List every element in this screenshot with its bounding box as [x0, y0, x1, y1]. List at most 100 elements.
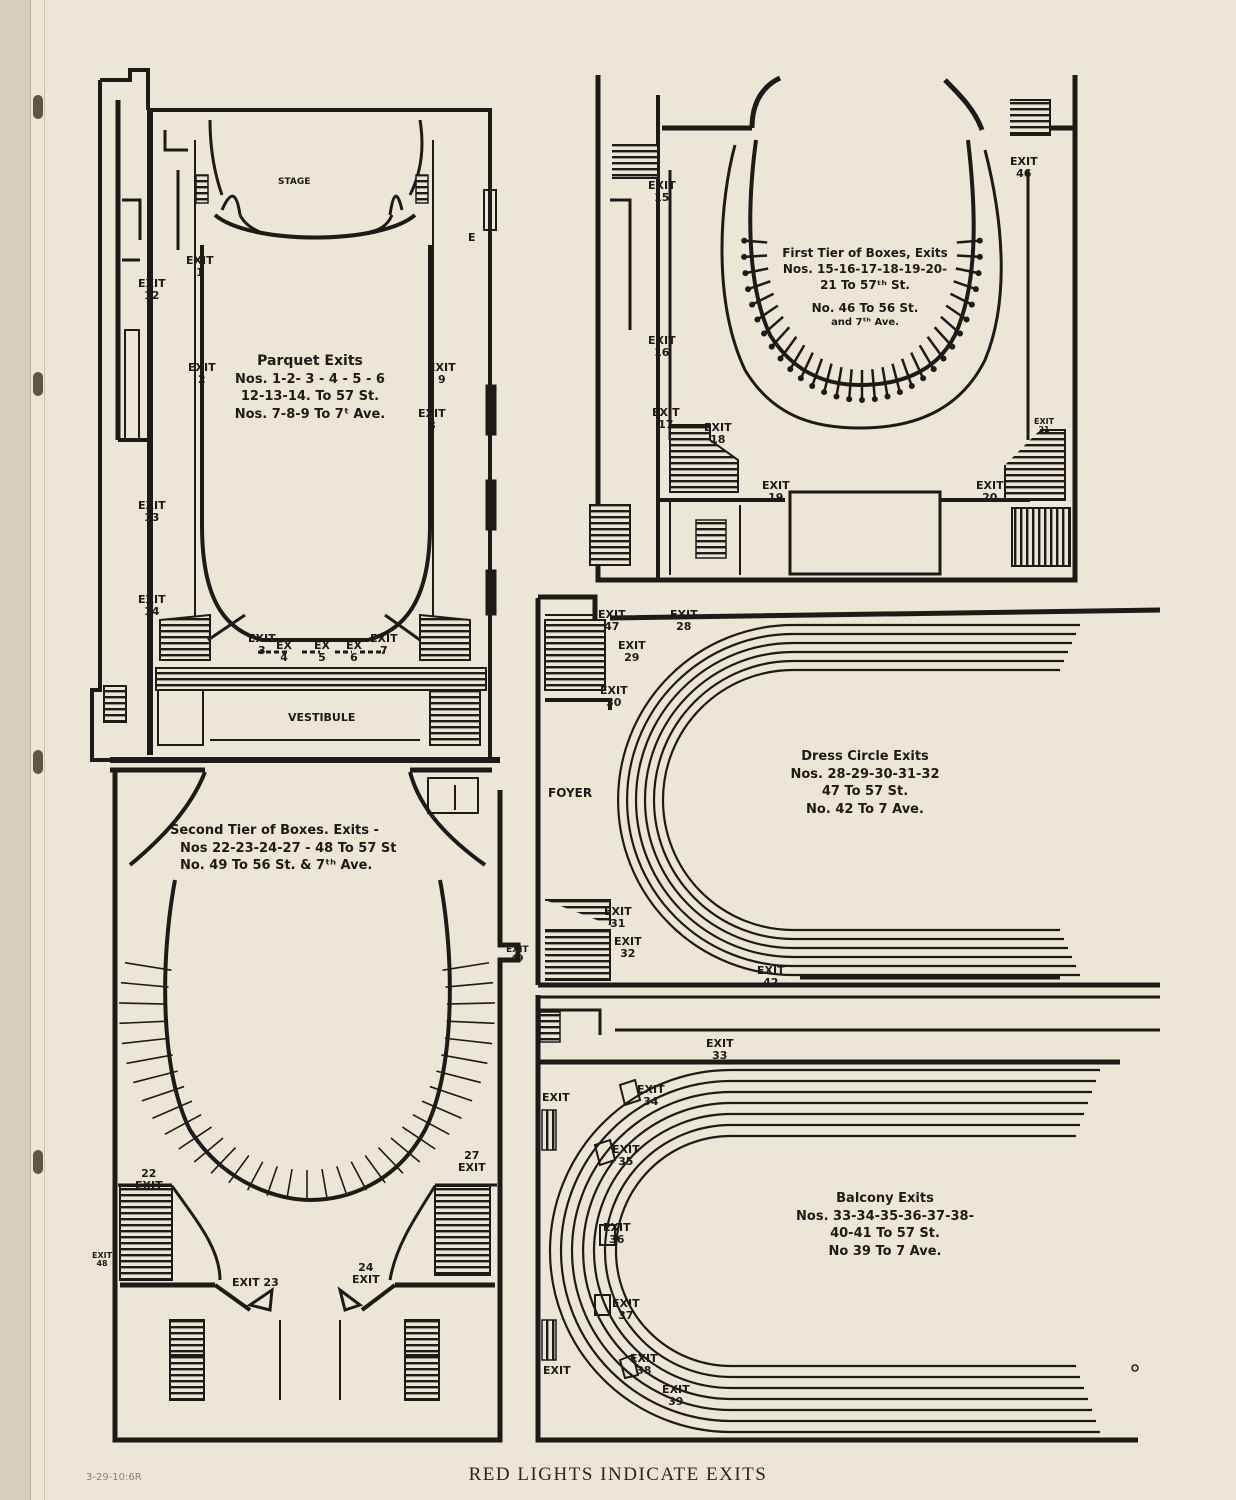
first-tier-box-marker: [809, 382, 816, 389]
first-tier-box-marker: [871, 396, 878, 403]
first-tier-box-marker: [787, 366, 794, 373]
exit-label-47: EXIT 47: [598, 608, 626, 633]
first-tier-box-marker: [976, 237, 983, 244]
exit-label-27: 27 EXIT: [458, 1149, 486, 1174]
balcony-row-line: [570, 1090, 1092, 1412]
dress-circle-plan: [535, 594, 1161, 988]
first-tier-box-divider: [953, 280, 977, 291]
exit-label-2: EXIT 2: [188, 361, 216, 386]
second-tier-box-divider: [141, 1085, 185, 1102]
first-tier-box-marker: [972, 286, 979, 293]
first-tier-box-divider: [744, 239, 768, 244]
exit-label-34: EXIT 34: [637, 1083, 665, 1108]
exit-label-36: EXIT 36: [603, 1221, 631, 1246]
first-tier-box-marker: [930, 366, 937, 373]
dress-circle-line: 47 To 57 St.: [821, 784, 909, 800]
first-tier-box-marker: [745, 286, 752, 293]
parquet-e-mark: E: [468, 231, 476, 244]
exit-label-19: EXIT 19: [762, 479, 790, 504]
dress-circle-title: Dress Circle Exits: [801, 749, 929, 764]
first-tier-box-marker: [846, 396, 853, 403]
second-tier-line: Nos 22-23-24-27 - 48 To 57 St: [180, 840, 397, 856]
parquet-line: 12-13-14. To 57 St.: [240, 389, 380, 405]
first-tier-box-divider: [763, 315, 784, 335]
first-tier-box-marker: [976, 253, 983, 260]
first-tier-box-divider: [881, 366, 889, 397]
first-tier-box-marker: [833, 393, 840, 400]
first-tier-box-marker: [957, 330, 964, 337]
first-tier-line: No. 46 To 56 St.: [811, 300, 919, 315]
box-seat-marks: [119, 237, 983, 1200]
first-tier-box-divider: [900, 358, 913, 387]
second-tier-box-divider: [119, 1020, 168, 1025]
second-tier-box-divider: [246, 1161, 264, 1191]
first-tier-box-marker: [968, 301, 975, 308]
exit-label-37: EXIT 37: [612, 1297, 640, 1322]
first-tier-title-block: First Tier of Boxes, Exits Nos. 15-16-17…: [770, 245, 960, 329]
second-tier-box-divider: [124, 961, 172, 971]
first-tier-box-marker: [777, 355, 784, 362]
second-tier-plan: [110, 767, 521, 1443]
second-tier-box-divider: [133, 1070, 178, 1084]
balcony-row-line: [581, 1101, 1088, 1401]
first-tier-line: Nos. 15-16-17-18-19-20-: [782, 262, 948, 277]
exit-label-32: EXIT 32: [614, 935, 642, 960]
exit-label-33: EXIT 33: [706, 1037, 734, 1062]
first-tier-box-divider: [779, 336, 798, 360]
first-tier-box-divider: [822, 363, 833, 393]
first-tier-box-divider: [811, 358, 824, 387]
second-tier-box-divider: [336, 1166, 348, 1196]
binding-hole: [33, 1150, 43, 1174]
exit-label-9: EXIT 9: [428, 361, 456, 386]
exit-label-41: EXIT: [543, 1364, 571, 1377]
first-tier-box-divider: [789, 344, 806, 370]
first-tier-box-divider: [799, 352, 814, 379]
dress-circle-row-line: [661, 668, 1060, 932]
exit-label-3: EXIT 3: [248, 632, 276, 657]
balcony-line: Nos. 33-34-35-36-37-38-: [796, 1208, 974, 1224]
vestibule-label: VESTIBULE: [288, 711, 356, 724]
exit-label-31: EXIT 31: [604, 905, 632, 930]
exit-label-13: EXIT 13: [138, 499, 166, 524]
first-tier-box-divider: [910, 352, 925, 379]
exit-label-16: EXIT 16: [648, 334, 676, 359]
second-tier-title-block: Second Tier of Boxes. Exits - Nos 22-23-…: [170, 822, 440, 875]
first-tier-box-divider: [956, 254, 980, 259]
first-tier-box-divider: [956, 239, 980, 244]
balcony-title-block: Balcony Exits Nos. 33-34-35-36-37-38- 40…: [770, 1190, 1000, 1260]
exit-label-40: EXIT: [542, 1091, 570, 1104]
balcony-row-line: [614, 1134, 1076, 1368]
balcony-row-line: [559, 1079, 1096, 1423]
first-tier-box-marker: [949, 343, 956, 350]
second-tier-box-divider: [350, 1161, 368, 1191]
dress-circle-row-line: [652, 659, 1064, 941]
first-tier-line: and 7ᵗʰ Ave.: [831, 316, 899, 328]
second-tier-line: No. 49 To 56 St. & 7ᵗʰ Ave.: [180, 858, 373, 874]
exit-label-29: EXIT 29: [618, 639, 646, 664]
exit-label-20: EXIT 20: [976, 479, 1004, 504]
exit-label-23: EXIT 23: [232, 1276, 279, 1289]
exit-label-38: EXIT 38: [630, 1352, 658, 1377]
first-tier-box-divider: [891, 363, 902, 393]
second-tier-box-divider: [444, 1037, 493, 1045]
exit-label-39: EXIT 39: [662, 1383, 690, 1408]
first-tier-box-divider: [847, 369, 853, 400]
binding-hole: [33, 95, 43, 119]
exit-label-6: EX 6: [346, 639, 362, 664]
second-tier-box-divider: [441, 1054, 488, 1065]
second-tier-box-divider: [321, 1168, 328, 1200]
second-tier-box-divider: [429, 1085, 473, 1102]
second-tier-box-divider: [121, 1037, 170, 1045]
foyer-label: FOYER: [548, 786, 593, 800]
first-tier-box-divider: [926, 336, 945, 360]
exit-label-28: EXIT 28: [670, 608, 698, 633]
first-tier-line: 21 To 57ᵗʰ St.: [820, 278, 910, 293]
second-tier-box-divider: [377, 1147, 404, 1174]
exit-label-21: EXIT 21: [1034, 417, 1055, 435]
first-tier-box-marker: [749, 301, 756, 308]
exit-label-49: EXIT 49: [506, 945, 529, 965]
first-tier-box-marker: [797, 375, 804, 382]
dress-circle-line: Nos. 28-29-30-31-32: [790, 766, 940, 782]
